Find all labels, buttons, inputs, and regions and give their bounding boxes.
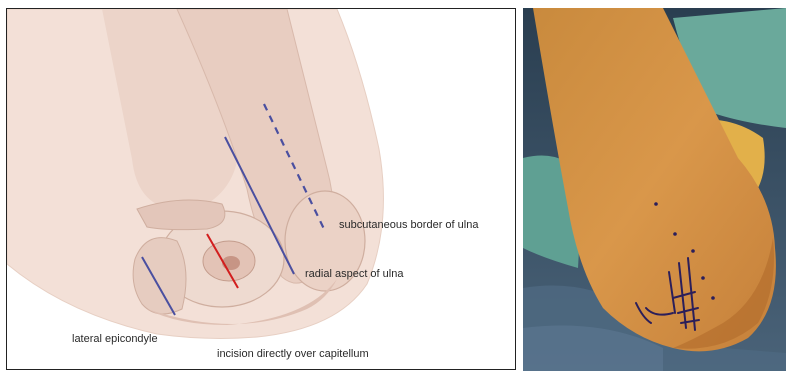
- elbow-photo: [523, 8, 786, 371]
- elbow-illustration: [7, 9, 516, 370]
- lateral-epicondyle-shape: [133, 238, 186, 314]
- label-radial-aspect: radial aspect of ulna: [305, 268, 403, 281]
- label-incision: incision directly over capitellum: [217, 348, 369, 361]
- elbow-illustration-panel: subcutaneous border of ulna radial aspec…: [6, 8, 516, 370]
- label-lateral-epicondyle: lateral epicondyle: [72, 333, 158, 346]
- elbow-photo-panel: [523, 8, 786, 371]
- label-subcutaneous-border: subcutaneous border of ulna: [339, 219, 478, 232]
